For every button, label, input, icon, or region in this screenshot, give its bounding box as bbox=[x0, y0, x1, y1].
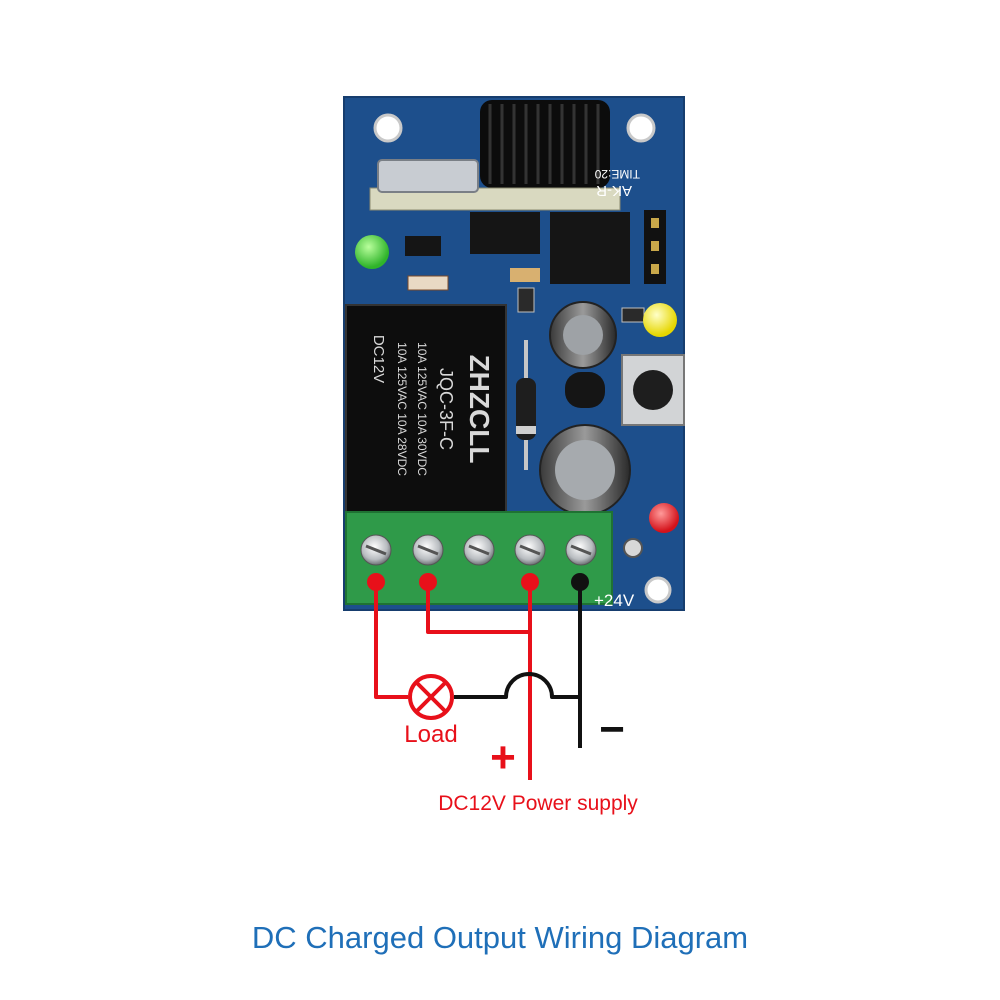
load-lamp-icon bbox=[408, 674, 454, 720]
minus-sign: − bbox=[599, 705, 625, 754]
terminal-screw bbox=[412, 534, 444, 566]
crystal bbox=[377, 159, 479, 193]
yellow-led bbox=[643, 303, 677, 337]
relay-coil: DC12V bbox=[370, 335, 387, 383]
relay: ZHZCLL JQC-3F-C 10A 125VAC 10A 30VDC 10A… bbox=[345, 304, 507, 514]
wire-junction bbox=[419, 573, 437, 591]
mount-hole bbox=[623, 538, 643, 558]
flyback-diode bbox=[516, 340, 536, 470]
wire-junction bbox=[571, 573, 589, 591]
plus-sign: + bbox=[490, 733, 516, 782]
antenna-coil bbox=[480, 100, 610, 188]
smd-component bbox=[621, 307, 645, 323]
transistor-to92 bbox=[565, 372, 605, 408]
terminal-screw bbox=[565, 534, 597, 566]
power-supply-label: DC12V Power supply bbox=[438, 792, 638, 815]
learn-button bbox=[621, 354, 685, 426]
smd-component bbox=[517, 287, 535, 313]
load-label: Load bbox=[404, 721, 457, 748]
wiring bbox=[367, 573, 589, 780]
relay-brand: ZHZCLL bbox=[464, 355, 495, 464]
black-wire-load bbox=[454, 672, 580, 699]
silkscreen-top: TIME:20 bbox=[594, 167, 640, 181]
smd-component bbox=[510, 268, 540, 282]
red-wire-jumper bbox=[426, 582, 530, 634]
pin-header bbox=[644, 210, 666, 284]
transistor bbox=[405, 236, 441, 256]
capacitor-large bbox=[539, 424, 631, 516]
diagram-title: DC Charged Output Wiring Diagram bbox=[252, 920, 748, 955]
relay-model: JQC-3F-C bbox=[436, 368, 456, 450]
relay-rating-2: 10A 125VAC 10A 28VDC bbox=[395, 342, 409, 476]
voltage-label: +24V bbox=[594, 591, 635, 610]
terminal-block bbox=[345, 511, 613, 605]
capacitor-small bbox=[549, 301, 617, 369]
red-wire-load bbox=[374, 582, 408, 699]
terminal-screw bbox=[360, 534, 392, 566]
ic-chip bbox=[470, 212, 540, 254]
red-led bbox=[649, 503, 679, 533]
rf-module bbox=[369, 187, 621, 211]
wire-junction bbox=[367, 573, 385, 591]
mount-hole bbox=[373, 113, 403, 143]
mount-hole bbox=[644, 576, 672, 604]
mount-hole bbox=[626, 113, 656, 143]
ic-chip bbox=[550, 212, 630, 284]
diode-small bbox=[407, 275, 449, 291]
terminal-screw bbox=[463, 534, 495, 566]
relay-rating-1: 10A 125VAC 10A 30VDC bbox=[415, 342, 429, 476]
terminal-screw bbox=[514, 534, 546, 566]
silkscreen-model: AK-R bbox=[596, 182, 632, 199]
green-led bbox=[355, 235, 389, 269]
wire-junction bbox=[521, 573, 539, 591]
pcb-board: TIME:20 AK-R bbox=[343, 96, 685, 611]
